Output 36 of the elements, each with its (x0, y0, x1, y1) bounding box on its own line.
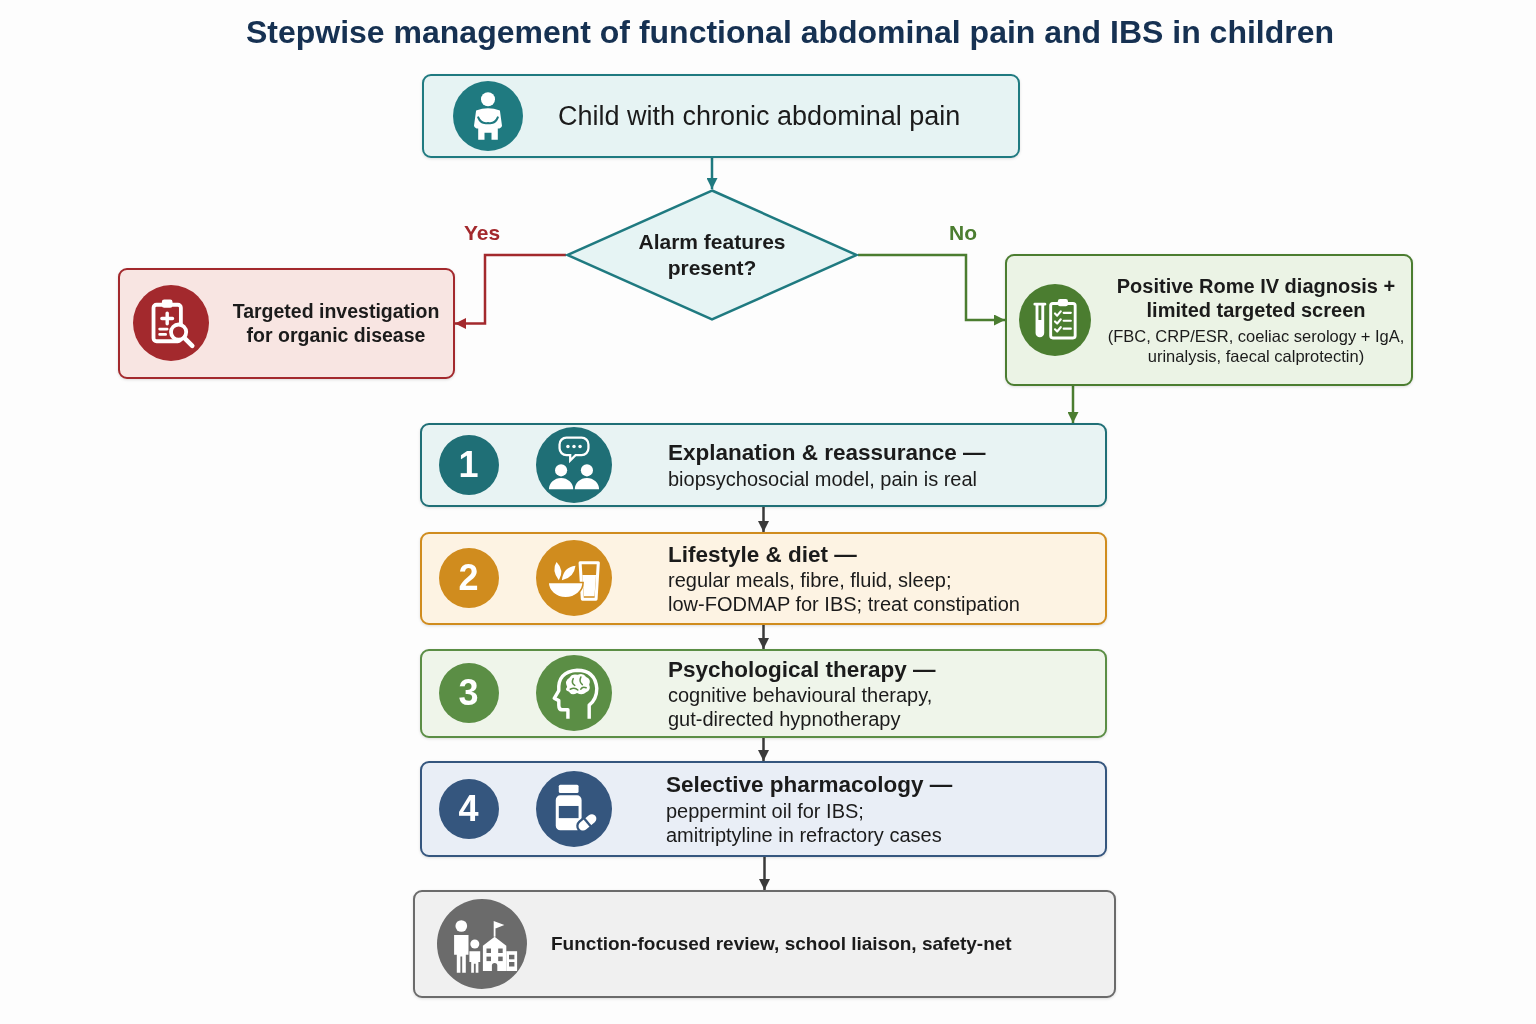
node-heading: Positive Rome IV diagnosis + limited targeted screen (1115, 274, 1397, 323)
step-heading: Explanation & reassurance — (668, 439, 987, 467)
arrow (1067, 386, 1079, 423)
decision-text: Alarm features present? (637, 229, 787, 281)
outcome-box (118, 268, 455, 379)
arrow (759, 857, 770, 890)
outcome-box (1005, 254, 1413, 386)
arrow (758, 738, 769, 761)
step-heading: Lifestyle & diet — (668, 540, 858, 569)
step-description: biopsychosocial model, pain is real (668, 466, 979, 491)
step-heading: Selective pharmacology — (666, 771, 954, 799)
review-box (413, 890, 1116, 998)
step-box (420, 532, 1107, 625)
node-text: Child with chronic abdominal pain (558, 99, 962, 133)
arrow (455, 253, 566, 329)
node-text: (FBC, CRP/ESR, coeliac serology + IgA, urinalysis, faecal calprotectin) (1106, 325, 1406, 366)
arrow (758, 507, 769, 532)
arrow (858, 253, 1005, 326)
node-text: Function-focused review, school liaison, safety-net (551, 932, 1013, 956)
step-description: cognitive behavioural therapy, gut-directed hypnotherapy (668, 683, 934, 732)
step-box (420, 423, 1107, 507)
diagram-title: Stepwise management of functional abdominal pain and IBS in children (245, 14, 1335, 51)
arrow (758, 625, 769, 649)
decision-diamond (566, 189, 858, 321)
arrow (706, 158, 718, 189)
start-box (422, 74, 1020, 158)
step-description: peppermint oil for IBS; amitriptyline in refractory cases (666, 798, 943, 847)
step-heading: Psychological therapy — (668, 655, 937, 684)
step-description: regular meals, fibre, fluid, sleep; low-FODMAP for IBS; treat constipation (668, 568, 1021, 617)
step-box (420, 649, 1107, 738)
step-number: 4 (438, 778, 499, 839)
step-number: 1 (438, 434, 499, 495)
step-number: 3 (438, 663, 499, 723)
node-text: Targeted investigation for organic disease (231, 299, 441, 348)
step-box (420, 761, 1107, 857)
step-number: 2 (438, 548, 499, 608)
